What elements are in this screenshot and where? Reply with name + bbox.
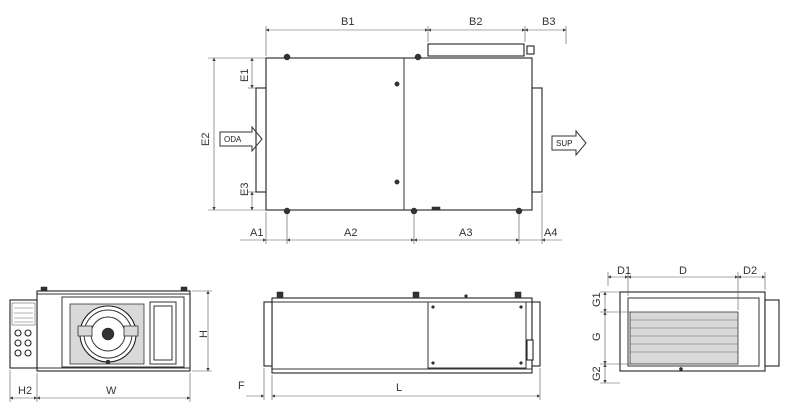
- dim-a1: A1: [250, 227, 263, 239]
- dim-e3: E3: [239, 183, 251, 196]
- mount-foot: [410, 207, 418, 215]
- top-view: ODA SUP B1 B2 B3 E1 E2 E3: [200, 16, 587, 244]
- dim-g1: G1: [591, 292, 603, 307]
- mount-foot: [414, 53, 422, 61]
- oda-label: ODA: [224, 135, 242, 144]
- dim-b2: B2: [469, 16, 482, 28]
- dim-b1: B1: [341, 16, 354, 28]
- dim-l: L: [396, 382, 402, 394]
- access-panel: [427, 301, 527, 369]
- dim-e1: E1: [239, 69, 251, 82]
- control-panel-side: [9, 299, 38, 369]
- control-box-top: [427, 43, 525, 57]
- outlet-flange: [531, 87, 543, 193]
- unit-body-side: [271, 297, 533, 374]
- dim-g: G: [591, 332, 603, 341]
- dim-h: H: [198, 330, 210, 338]
- dim-e2: E2: [200, 133, 212, 146]
- bracket: [431, 206, 441, 211]
- rear-flange: [764, 299, 780, 367]
- oda-arrow-icon: [219, 125, 263, 153]
- dim-h2: H2: [18, 385, 32, 397]
- dim-b3: B3: [542, 16, 555, 28]
- rear-view: D1 D D2 G1 G G2: [591, 265, 780, 384]
- dim-d1: D1: [617, 265, 631, 277]
- dim-g2: G2: [591, 366, 603, 381]
- mount-foot: [283, 53, 291, 61]
- fan-housing: [61, 296, 185, 368]
- mount-foot: [515, 207, 523, 215]
- side-view: F L: [238, 291, 541, 400]
- dim-f: F: [238, 380, 245, 392]
- dim-w: W: [106, 385, 117, 397]
- dim-a4: A4: [544, 227, 557, 239]
- sup-arrow-icon: [551, 129, 587, 157]
- fan-hub-icon: [101, 327, 115, 341]
- dim-d2: D2: [743, 265, 757, 277]
- coil-face: [629, 311, 739, 365]
- dim-a3: A3: [459, 227, 472, 239]
- unit-body-top: [265, 57, 533, 211]
- dim-d: D: [679, 265, 687, 277]
- front-view: H H2 W: [9, 286, 212, 402]
- cable-gland: [526, 45, 535, 55]
- side-outlet-flange: [531, 301, 541, 367]
- sup-label: SUP: [556, 139, 572, 148]
- dim-a2: A2: [344, 227, 357, 239]
- side-inlet-flange: [263, 301, 273, 367]
- panel-screw: [394, 179, 400, 185]
- mount-foot: [283, 207, 291, 215]
- panel-screw: [394, 81, 400, 87]
